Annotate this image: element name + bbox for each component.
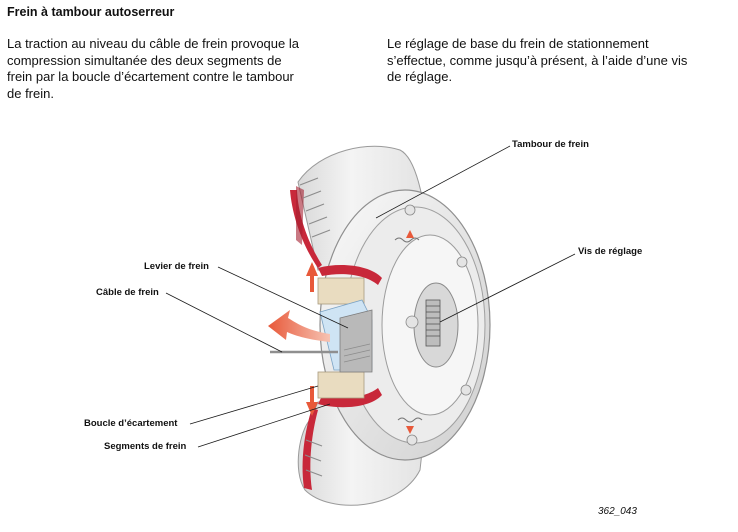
label-cable: Câble de frein — [96, 287, 159, 298]
brake-shoes — [317, 265, 382, 408]
description-right: Le réglage de base du frein de stationne… — [387, 36, 688, 84]
label-levier: Levier de frein — [144, 261, 209, 272]
label-vis: Vis de réglage — [578, 246, 643, 257]
label-tambour: Tambour de frein — [512, 139, 589, 150]
label-boucle: Boucle d’écartement — [84, 418, 178, 429]
figure-id: 362_043 — [598, 506, 637, 517]
brake-drum — [290, 145, 491, 506]
description-left: La traction au niveau du câble de frein … — [7, 36, 299, 101]
callout-lines — [165, 145, 576, 448]
label-segments: Segments de frein — [104, 441, 187, 452]
page-title: Frein à tambour autoserreur — [7, 5, 175, 19]
